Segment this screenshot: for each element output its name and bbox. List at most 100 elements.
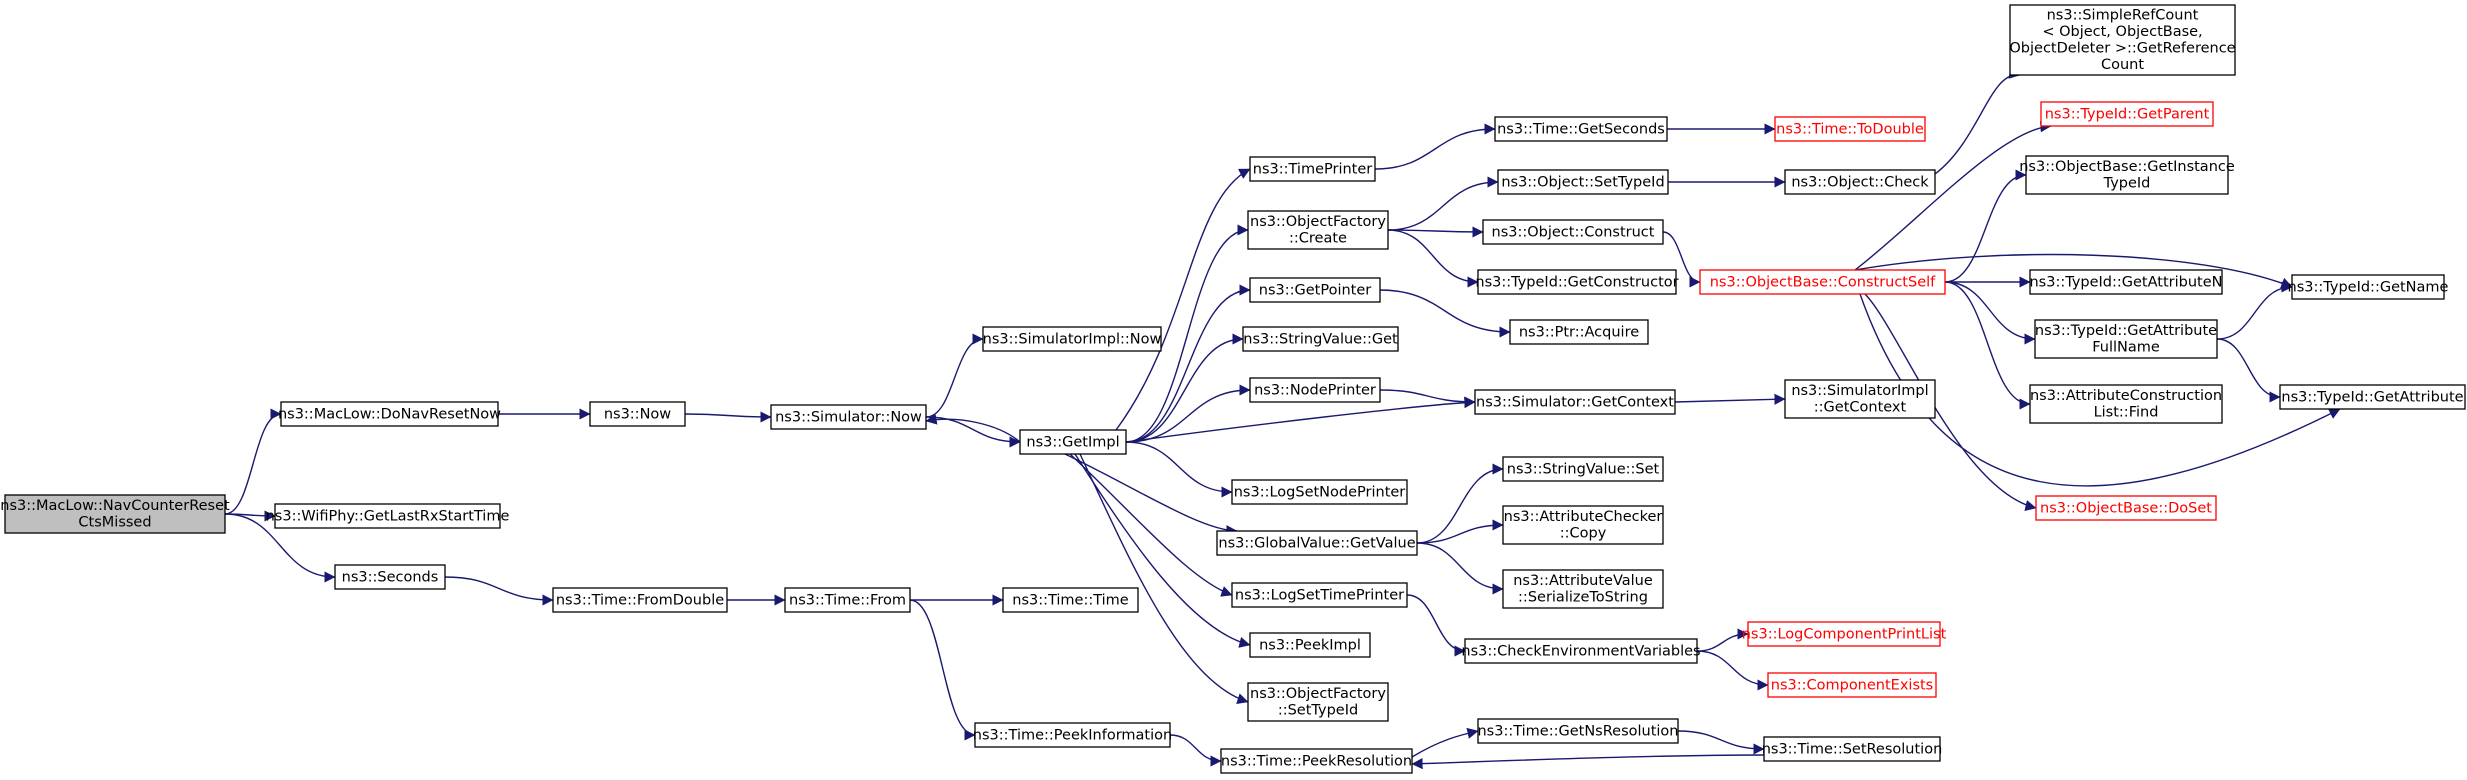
node-box bbox=[1464, 638, 1698, 664]
node-checkEnvVars[interactable]: ns3::CheckEnvironmentVariables bbox=[1461, 638, 1701, 664]
node-fromDouble[interactable]: ns3::Time::FromDouble bbox=[552, 587, 728, 613]
node-label-line: ns3::ComponentExists bbox=[1771, 677, 1934, 693]
node-objectCheck[interactable]: ns3::Object::Check bbox=[1784, 169, 1936, 195]
node-timeTime[interactable]: ns3::Time::Time bbox=[1002, 587, 1139, 613]
node-box bbox=[1763, 736, 1941, 762]
node-label-line: ns3::Ptr::Acquire bbox=[1519, 324, 1639, 340]
node-box bbox=[1497, 169, 1669, 195]
node-logComponentPrintList[interactable]: ns3::LogComponentPrintList bbox=[1742, 621, 1947, 647]
node-box bbox=[1242, 326, 1399, 352]
node-getPointer[interactable]: ns3::GetPointer bbox=[1249, 277, 1381, 303]
node-simImplNow[interactable]: ns3::SimulatorImpl::Now bbox=[982, 326, 1162, 352]
node-attrValueSerialize[interactable]: ns3::AttributeValue::SerializeToString bbox=[1502, 569, 1664, 609]
node-typeIdGetParent[interactable]: ns3::TypeId::GetParent bbox=[2040, 101, 2214, 127]
node-label-line: ns3::GetImpl bbox=[1026, 434, 1119, 450]
edge-line bbox=[1079, 453, 1249, 705]
node-typeIdGetConstructor[interactable]: ns3::TypeId::GetConstructor bbox=[1475, 269, 1679, 295]
edge-getImpl-to-simNow bbox=[925, 413, 1021, 443]
edge-line bbox=[1069, 453, 1233, 597]
edge-typeIdGetAttrFullName-to-typeIdGetName bbox=[2216, 281, 2293, 340]
node-label-line: ns3::Object::SetTypeId bbox=[1501, 174, 1664, 190]
node-box bbox=[589, 401, 686, 427]
node-label-line: ns3::ObjectFactory bbox=[1250, 686, 1386, 702]
node-typeIdGetName[interactable]: ns3::TypeId::GetName bbox=[2288, 274, 2449, 300]
node-objectBaseDoSet[interactable]: ns3::ObjectBase::DoSet bbox=[2035, 495, 2217, 521]
node-stringValueGet[interactable]: ns3::StringValue::Get bbox=[1242, 326, 1399, 352]
node-label-line: ns3::TypeId::GetName bbox=[2288, 279, 2449, 295]
node-box bbox=[1774, 116, 1926, 142]
node-box bbox=[1002, 587, 1139, 613]
node-now[interactable]: ns3::Now bbox=[589, 401, 686, 427]
edge-line bbox=[1125, 224, 1249, 443]
edge-line bbox=[1125, 396, 1476, 443]
node-getNsResolution[interactable]: ns3::Time::GetNsResolution bbox=[1477, 718, 1679, 744]
edge-line bbox=[1125, 441, 1233, 498]
edge-line bbox=[2216, 281, 2293, 340]
node-setResolution[interactable]: ns3::Time::SetResolution bbox=[1762, 736, 1943, 762]
node-objConstruct[interactable]: ns3::Object::Construct bbox=[1482, 219, 1664, 245]
node-peekResolution[interactable]: ns3::Time::PeekResolution bbox=[1220, 748, 1413, 774]
node-logSetNodePrinter[interactable]: ns3::LogSetNodePrinter bbox=[1231, 479, 1408, 505]
node-simGetContext[interactable]: ns3::Simulator::GetContext bbox=[1474, 389, 1676, 415]
edge-getPointer-to-ptrAcquire bbox=[1379, 289, 1511, 338]
node-objSetTypeId[interactable]: ns3::Object::SetTypeId bbox=[1497, 169, 1669, 195]
node-box bbox=[1509, 319, 1649, 345]
node-doNavReset[interactable]: ns3::MacLow::DoNavResetNow bbox=[278, 401, 501, 427]
node-peekInfo[interactable]: ns3::Time::PeekInformation bbox=[973, 722, 1172, 748]
edge-seconds-to-fromDouble bbox=[444, 576, 554, 606]
edge-globalGetValue-to-attrValueSerialize bbox=[1416, 542, 1504, 595]
node-timeToDouble[interactable]: ns3::Time::ToDouble bbox=[1774, 116, 1926, 142]
node-label-line: ObjectDeleter >::GetReference bbox=[2009, 41, 2235, 57]
node-objFactoryCreate[interactable]: ns3::ObjectFactory::Create bbox=[1247, 210, 1389, 250]
node-simImplGetContext[interactable]: ns3::SimulatorImpl::GetContext bbox=[1784, 379, 1936, 419]
node-box bbox=[1231, 479, 1408, 505]
edge-getImpl-to-objFactorySetTypeId bbox=[1079, 453, 1249, 705]
node-stringValueSet[interactable]: ns3::StringValue::Set bbox=[1502, 456, 1664, 482]
node-label-line: ns3::TypeId::GetAttributeN bbox=[2029, 274, 2222, 290]
node-label-line: ::Copy bbox=[1560, 526, 1607, 542]
node-label-line: ns3::MacLow::DoNavResetNow bbox=[278, 406, 501, 422]
node-componentExists[interactable]: ns3::ComponentExists bbox=[1767, 672, 1937, 698]
node-constructSelf[interactable]: ns3::ObjectBase::ConstructSelf bbox=[1699, 269, 1946, 295]
edge-line bbox=[1411, 727, 1479, 758]
edge-constructSelf-to-typeIdGetName bbox=[1854, 253, 2293, 289]
node-ptrAcquire[interactable]: ns3::Ptr::Acquire bbox=[1509, 319, 1649, 345]
edge-line bbox=[1115, 168, 1251, 431]
node-label-line: ns3::GlobalValue::GetValue bbox=[1218, 535, 1415, 551]
node-peekImpl[interactable]: ns3::PeekImpl bbox=[1249, 632, 1371, 658]
node-globalGetValue[interactable]: ns3::GlobalValue::GetValue bbox=[1216, 530, 1418, 556]
node-timePrinter[interactable]: ns3::TimePrinter bbox=[1249, 156, 1376, 182]
edge-line bbox=[1387, 176, 1499, 231]
edge-root-to-doNavReset bbox=[224, 408, 282, 515]
node-attrCheckerCopy[interactable]: ns3::AttributeChecker::Copy bbox=[1502, 505, 1664, 545]
edge-line bbox=[1416, 519, 1504, 544]
edge-line bbox=[925, 413, 1021, 443]
node-timeGetSeconds[interactable]: ns3::Time::GetSeconds bbox=[1494, 116, 1668, 142]
node-label-line: FullName bbox=[2092, 340, 2160, 356]
node-seconds[interactable]: ns3::Seconds bbox=[334, 564, 446, 590]
node-box bbox=[1767, 672, 1937, 698]
node-nodePrinter[interactable]: ns3::NodePrinter bbox=[1249, 377, 1381, 403]
node-timeFrom[interactable]: ns3::Time::From bbox=[784, 587, 911, 613]
node-typeIdGetAttribute[interactable]: ns3::TypeId::GetAttribute bbox=[2279, 384, 2466, 410]
edge-globalGetValue-to-attrCheckerCopy bbox=[1416, 519, 1504, 544]
node-simpleRefCount[interactable]: ns3::SimpleRefCount< Object, ObjectBase,… bbox=[2009, 4, 2236, 76]
edge-line bbox=[1854, 121, 2052, 271]
node-wifiPhy[interactable]: ns3::WifiPhy::GetLastRxStartTime bbox=[266, 503, 510, 529]
edge-peekInfo-to-peekResolution bbox=[1169, 734, 1222, 767]
node-getImpl[interactable]: ns3::GetImpl bbox=[1019, 429, 1127, 455]
node-label-line: ns3::LogSetTimePrinter bbox=[1235, 587, 1404, 603]
node-box bbox=[1502, 569, 1664, 609]
edge-line bbox=[1944, 169, 2027, 283]
node-logSetTimePrinter[interactable]: ns3::LogSetTimePrinter bbox=[1231, 582, 1408, 608]
node-box bbox=[1249, 156, 1376, 182]
node-label-line: ns3::AttributeValue bbox=[1513, 573, 1653, 589]
node-typeIdGetAttributeN[interactable]: ns3::TypeId::GetAttributeN bbox=[2029, 269, 2223, 295]
edge-line bbox=[1064, 453, 1238, 537]
node-label-line: ns3::NodePrinter bbox=[1254, 382, 1376, 398]
node-simNow[interactable]: ns3::Simulator::Now bbox=[770, 404, 927, 430]
node-objFactorySetTypeId[interactable]: ns3::ObjectFactory::SetTypeId bbox=[1247, 682, 1389, 722]
